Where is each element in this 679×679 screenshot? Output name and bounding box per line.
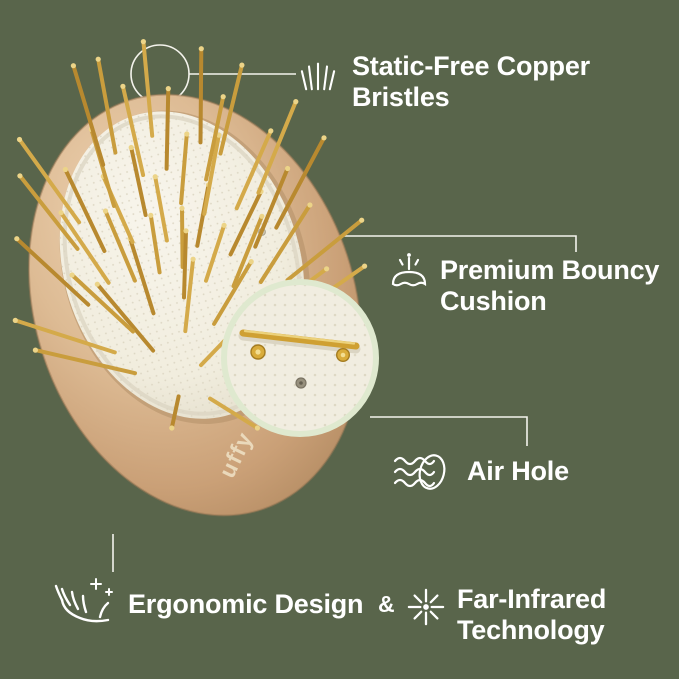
ampersand-text: & — [378, 591, 395, 617]
ergonomic-label: Ergonomic Design — [128, 589, 364, 620]
inset-bristle-rod — [239, 329, 360, 350]
zoom-inset — [221, 279, 379, 437]
starburst-icon — [407, 588, 445, 626]
airhole-callout-line — [370, 416, 528, 446]
cushion-label: Premium Bouncy Cushion — [440, 255, 659, 317]
bouncy-cushion-icon — [386, 250, 432, 296]
ergonomic-label-line1: Ergonomic Design — [128, 589, 364, 619]
far-infrared-label-line2: Technology — [457, 615, 605, 645]
air-hole-label: Air Hole — [467, 456, 569, 487]
air-flow-icon — [392, 449, 449, 495]
cushion-callout-line — [295, 235, 577, 252]
far-infrared-label: Far-Infrared Technology — [457, 584, 606, 646]
air-hole-label-line1: Air Hole — [467, 456, 569, 486]
hand-care-icon — [50, 574, 116, 624]
cushion-label-line1: Premium Bouncy — [440, 255, 660, 285]
bristle-pins — [12, 39, 368, 431]
bristles-label: Static-Free Copper Bristles — [352, 51, 590, 113]
bristle-tuft-icon — [299, 57, 337, 93]
bristles-label-line1: Static-Free Copper — [352, 51, 590, 81]
bristles-label-line2: Bristles — [352, 82, 450, 112]
far-infrared-label-line1: Far-Infrared — [457, 584, 607, 614]
cushion-label-line2: Cushion — [440, 286, 547, 316]
zoom-inset-ring — [221, 279, 379, 437]
